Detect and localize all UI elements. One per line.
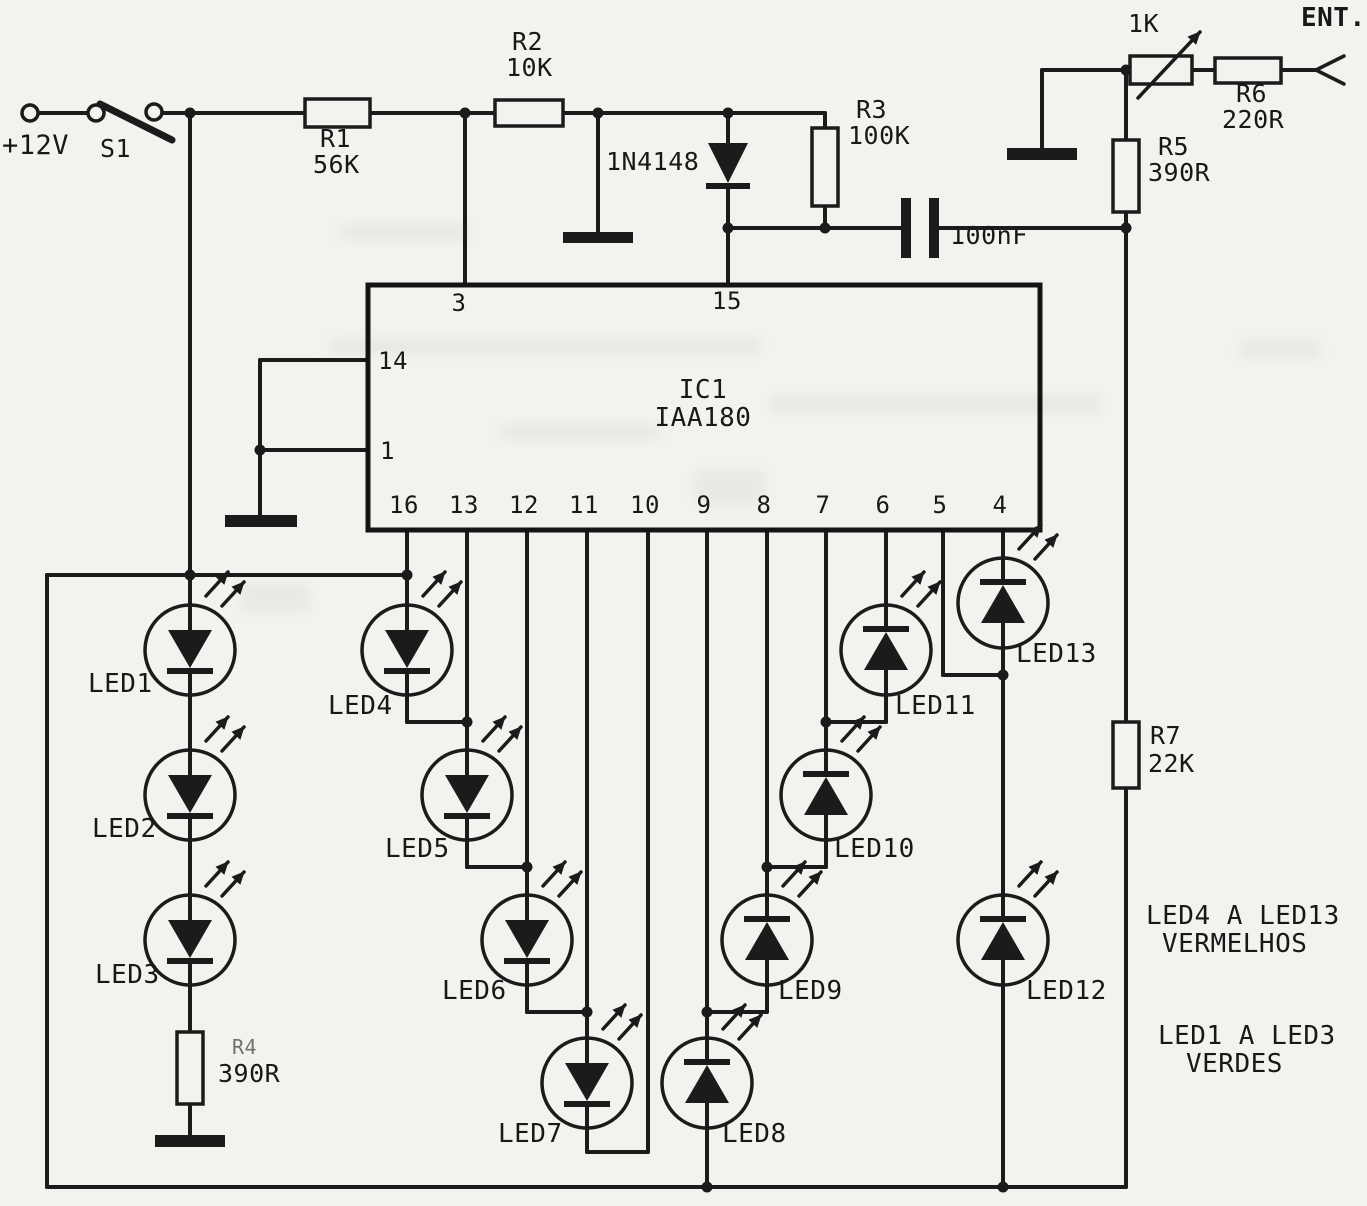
label-led4: LED4 bbox=[328, 691, 393, 721]
led2-symbol bbox=[145, 717, 244, 840]
resistor-r7-symbol bbox=[1111, 720, 1141, 790]
label-pin-15: 15 bbox=[712, 287, 742, 315]
label-pin-1: 1 bbox=[380, 437, 395, 465]
label-r5-value: 390R bbox=[1148, 158, 1211, 187]
label-led12: LED12 bbox=[1026, 976, 1107, 1006]
label-r4-value: 390R bbox=[218, 1059, 281, 1088]
label-pin-8: 8 bbox=[757, 491, 772, 519]
label-input: ENT. bbox=[1301, 3, 1366, 33]
led9-symbol bbox=[722, 862, 821, 985]
led5-symbol bbox=[422, 717, 521, 840]
led6-symbol bbox=[482, 862, 581, 985]
led12-symbol bbox=[958, 862, 1057, 985]
label-r5-name: R5 bbox=[1158, 132, 1189, 161]
label-pin-14: 14 bbox=[378, 347, 408, 375]
resistor-r5-symbol bbox=[1111, 138, 1141, 214]
label-led11: LED11 bbox=[895, 691, 976, 721]
note-green-line2: VERDES bbox=[1186, 1049, 1283, 1079]
led13-symbol bbox=[958, 525, 1057, 648]
label-pot: 1K bbox=[1128, 9, 1159, 38]
label-r3-value: 100K bbox=[848, 121, 910, 150]
ic1-symbol bbox=[365, 282, 1043, 533]
led11-symbol bbox=[841, 572, 940, 695]
label-r3-name: R3 bbox=[856, 95, 887, 124]
label-r2-value: 10K bbox=[506, 53, 553, 82]
label-ic-name: IC1 bbox=[679, 375, 727, 405]
label-r4-name: R4 bbox=[232, 1035, 257, 1059]
label-diode: 1N4148 bbox=[606, 147, 699, 176]
led10-symbol bbox=[781, 717, 880, 840]
capacitor-symbol bbox=[901, 198, 939, 258]
label-r1-name: R1 bbox=[320, 124, 351, 153]
label-led9: LED9 bbox=[778, 976, 843, 1006]
note-red-line1: LED4 A LED13 bbox=[1146, 901, 1340, 931]
label-pin-3: 3 bbox=[452, 289, 467, 317]
note-red-line2: VERMELHOS bbox=[1162, 929, 1307, 959]
label-led1: LED1 bbox=[88, 669, 153, 699]
note-green-line1: LED1 A LED3 bbox=[1158, 1021, 1336, 1051]
led8-symbol bbox=[662, 1005, 761, 1128]
label-led7: LED7 bbox=[498, 1119, 563, 1149]
resistor-r6-symbol bbox=[1213, 56, 1283, 85]
label-pin-5: 5 bbox=[933, 491, 948, 519]
scan-artifacts bbox=[240, 225, 1320, 611]
label-r7-value: 22K bbox=[1148, 749, 1195, 778]
label-r2-name: R2 bbox=[512, 27, 543, 56]
label-led6: LED6 bbox=[442, 976, 507, 1006]
label-pin-13: 13 bbox=[449, 491, 479, 519]
label-pin-11: 11 bbox=[569, 491, 599, 519]
label-led10: LED10 bbox=[834, 834, 915, 864]
diode-symbol bbox=[706, 143, 750, 189]
resistor-r3-symbol bbox=[810, 126, 840, 208]
label-pin-4: 4 bbox=[993, 491, 1008, 519]
label-r6-value: 220R bbox=[1222, 105, 1285, 134]
label-led3: LED3 bbox=[95, 960, 160, 990]
label-switch: S1 bbox=[100, 134, 131, 163]
resistor-r2-symbol bbox=[493, 98, 565, 128]
label-r7-name: R7 bbox=[1150, 721, 1181, 750]
led7-symbol bbox=[542, 1005, 641, 1128]
label-ic-part: IAA180 bbox=[655, 403, 752, 433]
label-pin-7: 7 bbox=[816, 491, 831, 519]
label-pin-12: 12 bbox=[509, 491, 539, 519]
ground-symbol bbox=[155, 1135, 225, 1147]
label-pin-10: 10 bbox=[630, 491, 660, 519]
label-led5: LED5 bbox=[385, 834, 450, 864]
label-led8: LED8 bbox=[722, 1119, 787, 1149]
ground-symbol bbox=[563, 232, 633, 243]
label-r6-name: R6 bbox=[1236, 79, 1267, 108]
input-connector-symbol bbox=[1314, 54, 1346, 86]
resistor-r1-symbol bbox=[303, 97, 372, 129]
wires bbox=[36, 68, 1318, 1189]
ground-symbol bbox=[225, 515, 297, 527]
label-supply: +12V bbox=[2, 130, 69, 161]
label-pin-6: 6 bbox=[876, 491, 891, 519]
led1-symbol bbox=[145, 572, 244, 695]
labels: +12V S1 R1 56K R2 10K R3 100K 1N4148 100… bbox=[2, 3, 1366, 1149]
ground-symbol bbox=[1007, 148, 1077, 160]
label-led13: LED13 bbox=[1016, 639, 1097, 669]
label-led2: LED2 bbox=[92, 814, 157, 844]
switch-s1-symbol bbox=[86, 100, 176, 144]
power-terminal-symbol bbox=[20, 103, 40, 123]
led4-symbol bbox=[362, 572, 461, 695]
label-pin-9: 9 bbox=[697, 491, 712, 519]
label-cap: 100nF bbox=[950, 221, 1028, 250]
label-pin-16: 16 bbox=[389, 491, 419, 519]
led3-symbol bbox=[145, 862, 244, 985]
resistor-r4-symbol bbox=[175, 1030, 205, 1106]
label-r1-value: 56K bbox=[313, 150, 360, 179]
junction-dots bbox=[184, 64, 1132, 1193]
potentiometer-symbol bbox=[1128, 30, 1202, 100]
